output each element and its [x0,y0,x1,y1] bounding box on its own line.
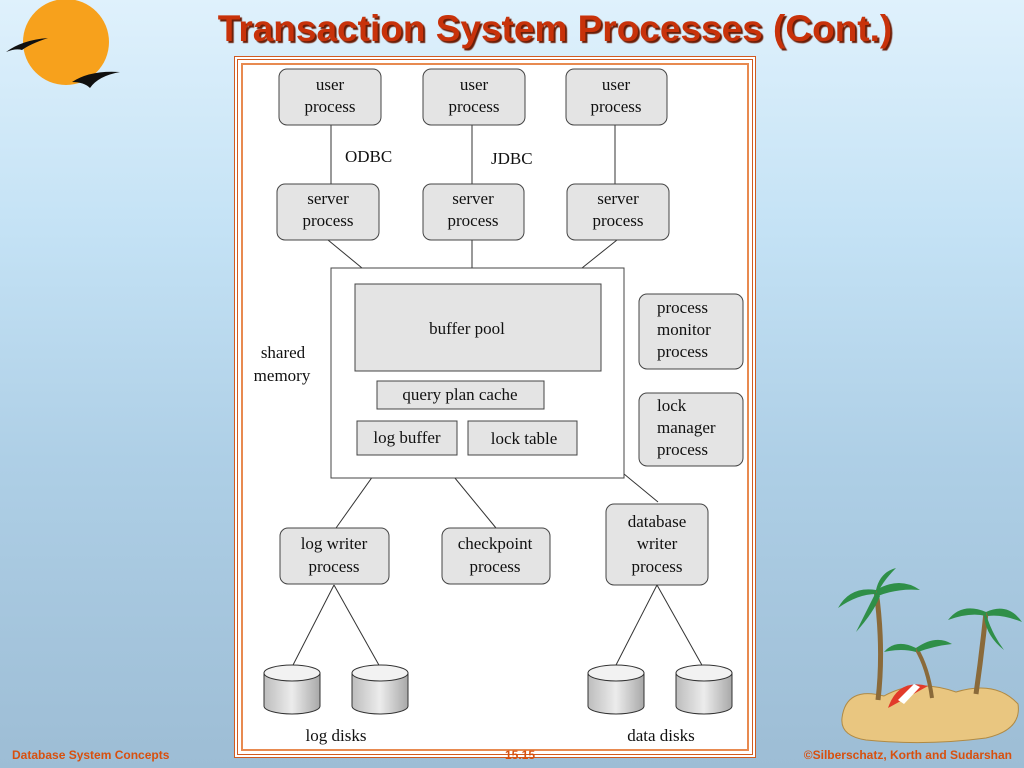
svg-text:buffer pool: buffer pool [429,319,505,338]
user-process-box: user process [422,68,526,126]
svg-text:database: database [628,512,687,531]
process-monitor-box: process monitor process [638,293,744,370]
data-disk-icon [675,664,733,715]
log-writer-box: log writer process [279,527,390,585]
shared-memory-label: memory [254,366,311,385]
sun-with-birds-icon [6,0,120,88]
svg-text:process: process [470,557,521,576]
log-disks-label: log disks [306,726,367,745]
server-process-box: server process [566,183,670,241]
log-disk-icon [351,664,409,715]
database-writer-box: database writer process [605,503,709,586]
svg-text:process: process [657,298,708,317]
bird-shape [6,38,48,52]
data-disks-label: data disks [627,726,695,745]
checkpoint-box: checkpoint process [441,527,551,585]
svg-text:process: process [303,211,354,230]
footer-page-number: 15.15 [505,748,536,762]
data-disk-link [656,584,704,668]
data-disk-link [614,584,658,668]
svg-text:process: process [632,557,683,576]
umbrella-stripe [898,684,920,704]
svg-text:server: server [307,189,349,208]
palm-trunk [873,589,884,701]
log-disk-link [333,584,381,668]
log-disk-link [291,584,335,668]
svg-text:writer: writer [637,534,678,553]
lock-table-box: lock table [467,420,578,456]
buffer-pool-box: buffer pool [354,283,602,372]
log-buffer-box: log buffer [356,420,458,456]
user-process-box: user process [565,68,668,126]
svg-text:user: user [460,75,489,94]
shared-memory-label: shared [261,343,306,362]
svg-text:lock table: lock table [491,429,558,448]
svg-text:process: process [449,97,500,116]
svg-text:process: process [657,342,708,361]
user-process-box: user process [278,68,382,126]
palm-island-icon [838,568,1022,744]
slide-title: Transaction System Processes (Cont.) [217,8,893,49]
island-shape [841,685,1019,744]
svg-text:log buffer: log buffer [373,428,441,447]
svg-text:log writer: log writer [301,534,368,553]
bird-shape [72,71,120,88]
server-memory-link [327,239,363,269]
svg-text:process: process [591,97,642,116]
svg-text:server: server [597,189,639,208]
server-process-box: server process [422,183,525,241]
svg-text:process: process [593,211,644,230]
svg-text:lock: lock [657,396,687,415]
svg-text:user: user [316,75,345,94]
server-process-box: server process [276,183,380,241]
svg-text:process: process [448,211,499,230]
svg-text:monitor: monitor [657,320,711,339]
sun-shape [23,0,109,85]
svg-text:user: user [602,75,631,94]
footer-copyright: ©Silberschatz, Korth and Sudarshan [803,748,1012,762]
svg-text:process: process [305,97,356,116]
svg-text:query plan cache: query plan cache [402,385,517,404]
jdbc-label: JDBC [491,149,533,168]
odbc-label: ODBC [345,147,392,166]
log-disk-icon [263,664,321,715]
footer-course: Database System Concepts [12,748,170,762]
palm-leaves [838,568,1022,652]
data-disk-icon [587,664,645,715]
svg-text:manager: manager [657,418,716,437]
palm-trunk [973,611,989,695]
server-memory-link [581,239,618,269]
lock-manager-box: lock manager process [638,392,744,467]
svg-text:process: process [657,440,708,459]
svg-text:checkpoint: checkpoint [458,534,533,553]
query-plan-cache-box: query plan cache [376,380,545,410]
svg-text:process: process [309,557,360,576]
svg-text:server: server [452,189,494,208]
